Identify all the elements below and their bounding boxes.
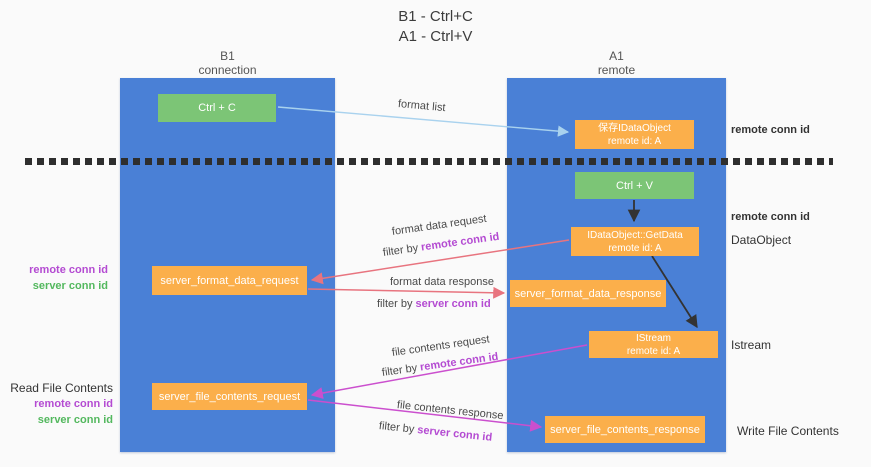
left-column-header: B1 connection	[120, 49, 335, 77]
filter-by-text-4: filter by	[378, 420, 418, 436]
server-format-data-request-label: server_format_data_request	[160, 274, 299, 287]
remote-conn-id-right-top: remote conn id	[731, 124, 810, 136]
ctrl-c-box: Ctrl + C	[158, 94, 276, 122]
server-file-contents-response-label: server_file_contents_response	[550, 423, 700, 436]
left-remote-conn-id-1: remote conn id	[29, 264, 108, 276]
istream-box: IStream remote id: A	[589, 331, 718, 358]
diagram-title: B1 - Ctrl+C A1 - Ctrl+V	[0, 7, 871, 47]
getdata-box: IDataObject::GetData remote id: A	[571, 227, 699, 256]
read-file-contents-label: Read File Contents	[10, 381, 113, 395]
format-data-response-arrow	[307, 286, 506, 299]
ctrl-v-box: Ctrl + V	[575, 172, 694, 199]
format-list-label: format list	[397, 98, 447, 115]
write-file-contents-label: Write File Contents	[737, 424, 839, 438]
right-column-header: A1 remote	[507, 49, 726, 77]
remote-conn-id-filter-2: remote conn id	[419, 350, 500, 374]
right-column-name: A1	[609, 49, 624, 63]
left-column-role: connection	[198, 63, 257, 77]
save-idataobject-box: 保存IDataObject remote id: A	[575, 120, 694, 149]
getdata-line2: remote id: A	[608, 242, 662, 254]
ctrl-v-label: Ctrl + V	[616, 179, 653, 192]
server-file-contents-response-box: server_file_contents_response	[545, 416, 705, 443]
right-column-role: remote	[597, 63, 636, 77]
left-server-conn-id-2: server conn id	[37, 414, 113, 426]
remote-conn-id-right-mid: remote conn id	[731, 211, 810, 223]
server-conn-id-filter-2: server conn id	[416, 424, 493, 444]
istream-line1: IStream	[635, 332, 671, 344]
left-column-name: B1	[220, 49, 235, 63]
remote-conn-id-filter-1: remote conn id	[420, 230, 501, 254]
filter-server-2: filter by server conn id	[378, 420, 492, 444]
ctrl-c-label: Ctrl + C	[198, 102, 236, 114]
dataobject-label: DataObject	[731, 233, 792, 247]
left-conn-ids-1: remote conn id server conn id	[0, 262, 108, 294]
getdata-line1: IDataObject::GetData	[587, 229, 683, 241]
server-file-contents-request-box: server_file_contents_request	[152, 383, 307, 410]
istream-side-label: Istream	[731, 338, 772, 352]
filter-by-text-2: filter by	[377, 298, 416, 310]
file-contents-response-label: file contents response	[396, 399, 505, 423]
server-format-data-response-box: server_format_data_response	[510, 280, 666, 307]
format-data-response-label: format data response	[390, 276, 494, 288]
server-format-data-response-label: server_format_data_response	[514, 287, 662, 300]
server-format-data-request-box: server_format_data_request	[152, 266, 307, 295]
left-remote-conn-id-2: remote conn id	[34, 398, 113, 410]
title-line-2: A1 - Ctrl+V	[398, 28, 473, 45]
left-conn-ids-2: Read File Contents remote conn id server…	[0, 380, 113, 428]
istream-line2: remote id: A	[626, 345, 681, 357]
filter-server-1: filter by server conn id	[377, 298, 491, 310]
filter-by-text-1: filter by	[382, 241, 422, 259]
save-idataobject-line2: remote id: A	[607, 135, 662, 147]
filter-by-text-3: filter by	[381, 361, 421, 379]
server-conn-id-filter-1: server conn id	[415, 298, 491, 310]
copy-paste-separator-line	[25, 158, 833, 165]
save-idataobject-line1: 保存IDataObject	[598, 122, 671, 134]
server-file-contents-request-label: server_file_contents_request	[158, 390, 301, 403]
left-server-conn-id-1: server conn id	[32, 280, 108, 292]
title-line-1: B1 - Ctrl+C	[398, 8, 473, 25]
